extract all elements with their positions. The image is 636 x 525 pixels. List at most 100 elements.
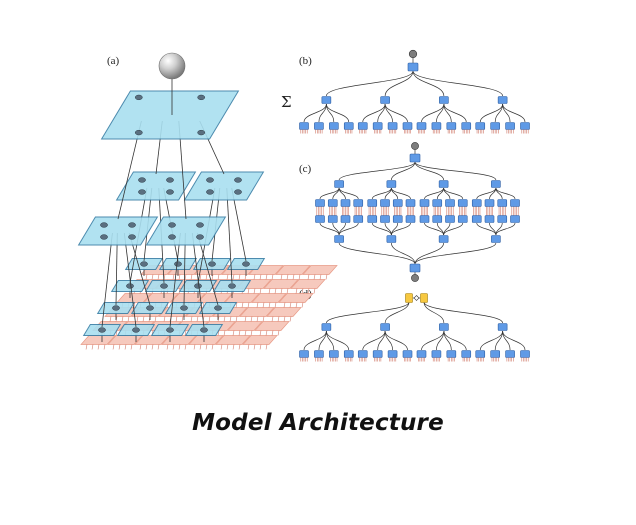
mid-to-leaf-wire (318, 103, 327, 123)
top-leaf-node (353, 199, 364, 207)
tile-leg (313, 288, 316, 294)
base-tile (143, 293, 179, 303)
tile-leg (223, 330, 226, 336)
level0-node (160, 283, 168, 289)
tile-leg (259, 344, 262, 350)
panel-label-a: (a) (107, 55, 120, 67)
leaf-node (505, 350, 515, 358)
root-to-mid-wire (338, 161, 416, 181)
level1-node (206, 177, 214, 183)
tile-leg (271, 274, 274, 280)
top-leaf-node (392, 199, 403, 207)
tile-leg (172, 274, 175, 280)
tile-leg (259, 330, 262, 336)
top-leaf-node (380, 199, 390, 207)
top-root-node (409, 153, 421, 163)
root-to-mid-wire-lower (391, 242, 416, 265)
panel-c-mirrored-tree (315, 142, 520, 282)
level0-node (194, 283, 202, 289)
tile-leg (199, 344, 202, 350)
level0-node (112, 305, 120, 311)
tile-leg (139, 344, 142, 350)
level1-node (196, 234, 204, 240)
leaf-node (490, 122, 500, 130)
tile-leg (109, 316, 112, 322)
tile-leg (274, 302, 277, 308)
level0-node (208, 261, 216, 267)
mid-to-leaf-wire (443, 187, 464, 200)
bottom-leaf-node (392, 215, 403, 223)
leaf-node (446, 350, 457, 358)
bottom-leaf-node (419, 215, 430, 223)
output-sphere (158, 52, 186, 80)
level0-node (132, 327, 140, 333)
mid-node (439, 96, 449, 104)
top-mid-node (334, 180, 344, 188)
tile-leg (208, 316, 211, 322)
level1-node (206, 189, 214, 195)
tile-leg (265, 274, 268, 280)
mid-to-leaf-wire (319, 187, 340, 200)
mid-to-leaf-wire (377, 330, 386, 351)
tile-leg (277, 330, 280, 336)
mid-node (321, 96, 332, 104)
base-tile (239, 307, 275, 317)
mid-to-leaf-wire (495, 187, 516, 200)
top-mid-node (438, 180, 449, 188)
bottom-leaf-node (340, 215, 351, 223)
tile-leg (262, 316, 265, 322)
tile-leg (127, 316, 130, 322)
tile-leg (163, 274, 166, 280)
tile-leg (130, 344, 133, 350)
tile-leg (262, 302, 265, 308)
top-leaf-node (497, 199, 508, 207)
leaf-node (402, 122, 413, 130)
tile-leg (199, 274, 202, 280)
tile-leg (142, 316, 145, 322)
level1-node (196, 222, 204, 228)
tile-leg (247, 344, 250, 350)
tile-leg (178, 274, 181, 280)
level1-plane (145, 216, 227, 246)
level1-node (168, 222, 176, 228)
mid-node (497, 323, 508, 331)
base-tile (275, 265, 311, 275)
bottom-output-node (411, 274, 419, 282)
leaf-node (343, 350, 354, 358)
tile-leg (253, 288, 256, 294)
tile-leg (226, 274, 229, 280)
mid-to-leaf-wire (479, 330, 503, 351)
level1-node (138, 189, 146, 195)
top-plane (100, 90, 240, 140)
level1-plane (77, 216, 159, 246)
bottom-leaf-node (445, 215, 455, 223)
tile-leg (259, 288, 262, 294)
base-tile (266, 307, 302, 317)
tile-leg (163, 316, 166, 322)
tile-leg (241, 302, 244, 308)
bottom-mid-node (491, 235, 501, 243)
tile-leg (298, 274, 301, 280)
base-tile (278, 293, 314, 303)
tile-leg (319, 274, 322, 280)
leaf-node (416, 350, 427, 358)
leaf-node (431, 350, 442, 358)
mid-to-leaf-wire-lower (391, 222, 411, 236)
mid-to-leaf-wire-lower (424, 222, 444, 236)
base-tile (290, 279, 326, 289)
tile-leg (154, 316, 157, 322)
tile-leg (238, 344, 241, 350)
tile-leg (295, 288, 298, 294)
level1-node (168, 234, 176, 240)
leaf-node (402, 350, 413, 358)
root-to-mid-wire (326, 301, 410, 324)
top-leaf-node (471, 199, 482, 207)
tile-leg (256, 316, 259, 322)
mid-to-leaf-wire (436, 103, 445, 123)
root-node (407, 62, 419, 72)
mid-to-leaf-wire (384, 103, 408, 123)
top-leaf-node (405, 199, 416, 207)
figure-caption: Model Architecture (192, 410, 444, 436)
tile-leg (211, 274, 214, 280)
bottom-leaf-node (353, 215, 364, 223)
